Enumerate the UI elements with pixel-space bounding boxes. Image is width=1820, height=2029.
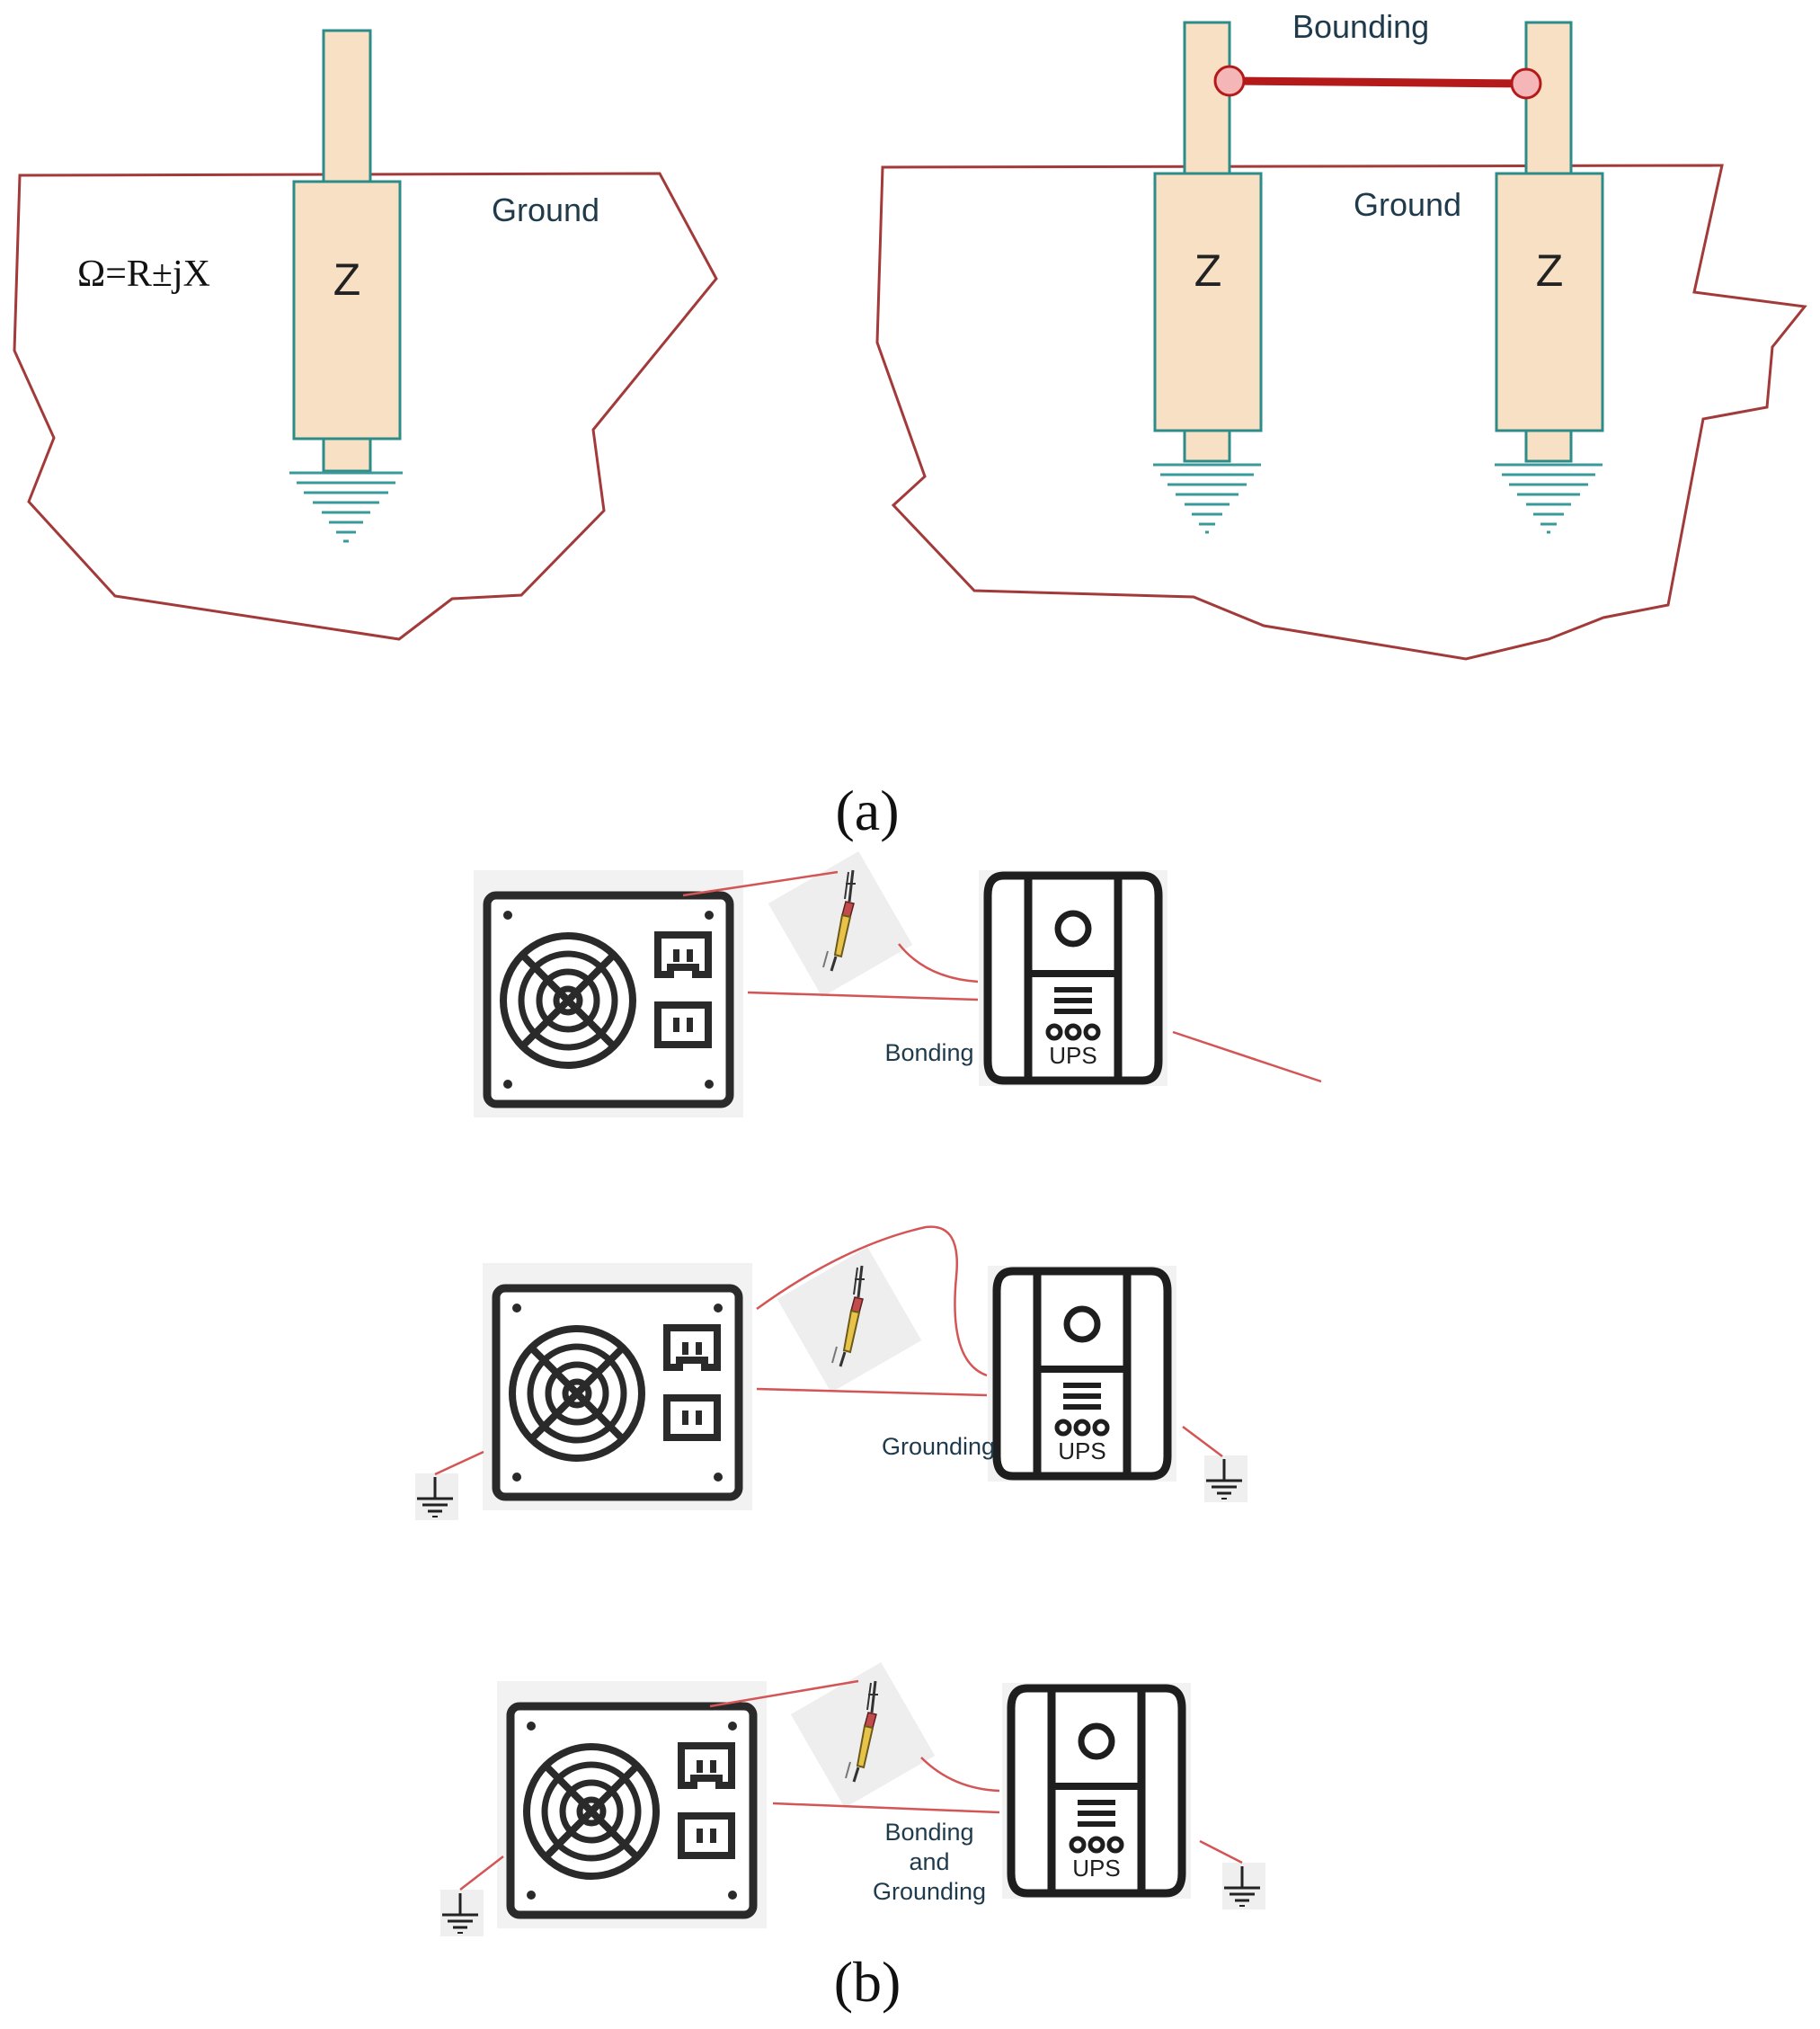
ground-lines-icon <box>1153 463 1261 534</box>
panel-a-right: Bounding Ground Z Z <box>875 8 1807 661</box>
bonding-and-grounding-diagram: UPS Bonding and Grounding <box>439 1660 1267 1938</box>
ground-symbol-icon <box>1221 1861 1267 1911</box>
connection-label: Grounding <box>873 1878 986 1905</box>
grounding-diagram: UPS Grounding <box>413 1225 1249 1522</box>
panel-a-left: Ω=R±jX Z Ground <box>13 29 718 641</box>
ground-lines-icon <box>289 471 403 543</box>
wires <box>459 1679 1243 1891</box>
ground-outline-left <box>13 172 718 641</box>
ups-label: UPS <box>1058 1437 1105 1464</box>
ground-lines-icon <box>1495 463 1602 534</box>
soldering-iron-icon <box>789 1660 937 1810</box>
caption-a: (a) <box>835 779 899 842</box>
z-label-right-2: Z <box>1536 245 1564 296</box>
z-label-left: Z <box>333 254 361 305</box>
connection-label: Bonding <box>884 1039 973 1066</box>
z-label-right-1: Z <box>1194 245 1222 296</box>
caption-b: (b) <box>834 1950 901 2014</box>
bonding-conductor <box>1230 76 1527 88</box>
ground-label-left: Ground <box>492 191 599 228</box>
impedance-rod-left <box>292 180 402 441</box>
connection-label: and <box>909 1848 949 1875</box>
rod-bottom-left <box>322 437 372 473</box>
ground-label-right: Ground <box>1354 186 1461 223</box>
ground-symbol-icon <box>439 1888 485 1938</box>
rod-top-right-1 <box>1183 21 1231 175</box>
soldering-iron-icon <box>776 1245 923 1394</box>
ground-symbol-icon <box>413 1472 460 1522</box>
connection-label: Grounding <box>882 1433 995 1460</box>
rod-bottom-right-1 <box>1183 429 1231 463</box>
ups-label: UPS <box>1049 1042 1096 1069</box>
rod-top-right-2 <box>1524 21 1573 175</box>
connection-label: Bonding <box>884 1819 973 1846</box>
bond-joint-left <box>1213 65 1246 97</box>
impedance-rod-right-2 <box>1495 172 1604 432</box>
bond-joint-right <box>1510 67 1542 100</box>
ground-symbol-icon <box>1203 1454 1249 1504</box>
bonding-label: Bounding <box>1292 8 1429 45</box>
bonding-diagram: UPS Bonding <box>474 850 1322 1117</box>
impedance-formula: Ω=R±jX <box>77 254 210 295</box>
rod-bottom-right-2 <box>1524 429 1573 463</box>
power-supply-icon <box>483 1263 752 1510</box>
power-supply-icon <box>474 870 743 1117</box>
wires <box>682 870 1322 1083</box>
ups-label: UPS <box>1072 1855 1120 1882</box>
soldering-iron-icon <box>767 850 914 999</box>
power-supply-icon <box>497 1681 767 1928</box>
impedance-rod-right-1 <box>1153 172 1263 432</box>
rod-top-left <box>322 29 372 183</box>
wires <box>434 1225 1223 1476</box>
ground-outline-right <box>875 164 1807 661</box>
